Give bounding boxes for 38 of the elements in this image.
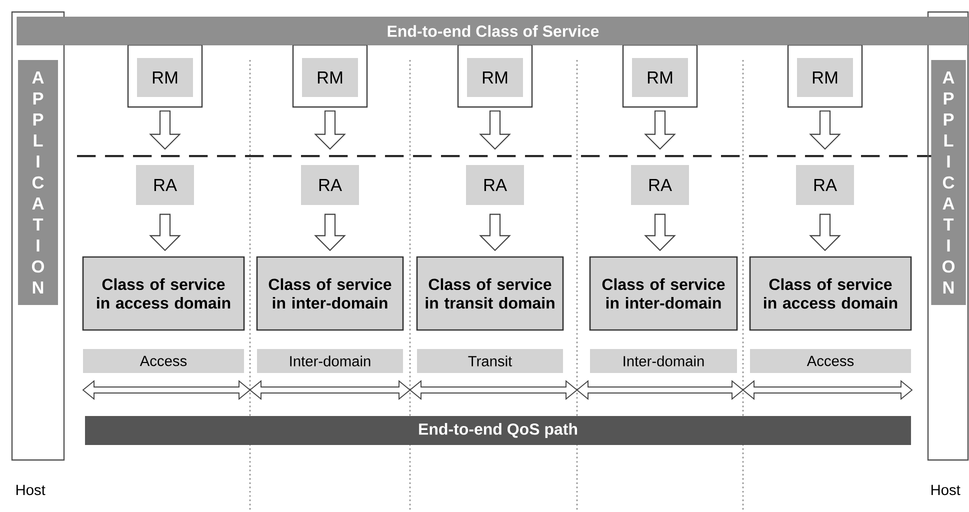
application-band: APPLICATION bbox=[18, 60, 58, 305]
host-box bbox=[927, 11, 969, 461]
hollow-arrow bbox=[644, 214, 676, 252]
hollow-arrow bbox=[314, 110, 346, 150]
module-label: RM bbox=[632, 58, 688, 97]
hollow-arrow bbox=[479, 214, 511, 252]
module-label: RM bbox=[797, 58, 853, 97]
class-of-service-box: Class of service in inter-domain bbox=[589, 256, 738, 331]
hollow-arrow bbox=[314, 214, 346, 252]
domain-band: Transit bbox=[417, 349, 563, 373]
class-of-service-box: Class of service in access domain bbox=[749, 256, 912, 331]
class-of-service-box: Class of service in transit domain bbox=[416, 256, 564, 331]
domain-band: Inter-domain bbox=[257, 349, 403, 373]
module-label: RM bbox=[467, 58, 523, 97]
path-bar: End-to-end QoS path bbox=[85, 416, 911, 445]
hollow-arrow bbox=[149, 110, 181, 150]
domain-band: Access bbox=[83, 349, 244, 373]
module-label: RA bbox=[631, 165, 689, 205]
title-bar: End-to-end Class of Service bbox=[16, 16, 969, 46]
host-label: Host bbox=[932, 484, 960, 496]
module-label: RA bbox=[796, 165, 854, 205]
module-label: RA bbox=[136, 165, 194, 205]
application-band: APPLICATION bbox=[931, 60, 966, 305]
module-label: RA bbox=[466, 165, 524, 205]
class-of-service-box: Class of service in access domain bbox=[82, 256, 245, 331]
host-box bbox=[11, 11, 65, 461]
domain-band: Inter-domain bbox=[590, 349, 737, 373]
module-label: RM bbox=[302, 58, 358, 97]
hollow-arrow bbox=[149, 214, 181, 252]
hollow-arrow bbox=[479, 110, 511, 150]
hollow-arrow bbox=[644, 110, 676, 150]
module-label: RM bbox=[137, 58, 193, 97]
module-label: RA bbox=[301, 165, 359, 205]
hollow-arrow bbox=[809, 110, 841, 150]
domain-band: Access bbox=[750, 349, 911, 373]
class-of-service-box: Class of service in inter-domain bbox=[256, 256, 404, 331]
hollow-arrow bbox=[809, 214, 841, 252]
host-label: Host bbox=[16, 484, 46, 496]
